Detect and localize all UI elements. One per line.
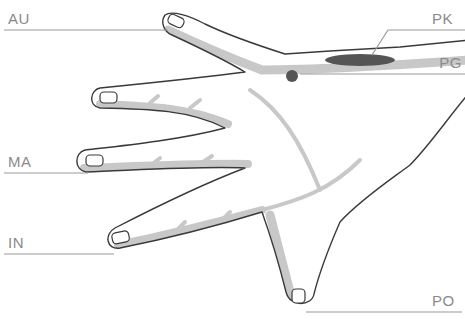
part-label: PO (432, 292, 455, 309)
part-label: PG (439, 54, 462, 71)
part-label-holder: MA (8, 153, 32, 170)
part-label-holder: AU (8, 10, 30, 27)
part-label: PK (432, 10, 453, 27)
pg-marker (286, 70, 298, 82)
part-label-holder: IN (8, 234, 24, 251)
leader-lines (4, 30, 465, 312)
part-label: MA (8, 153, 32, 170)
finger-nails (86, 13, 305, 303)
part-label-holder: PO (432, 292, 455, 309)
hand-shape (77, 13, 465, 303)
part-label-holder: PK (432, 10, 453, 27)
part-label: AU (8, 10, 30, 27)
part-label-holder: PG (439, 54, 462, 71)
part-label: IN (8, 234, 24, 251)
pk-marker (325, 54, 395, 66)
